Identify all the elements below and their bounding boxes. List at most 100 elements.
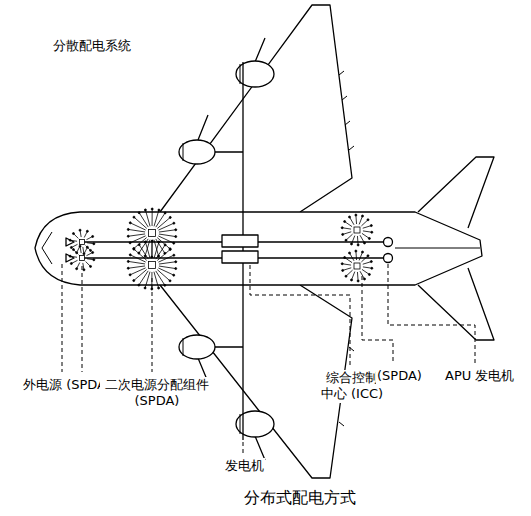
distribution-ray xyxy=(159,262,176,264)
load-dot xyxy=(351,279,353,281)
distribution-ray xyxy=(86,252,92,255)
load-dot xyxy=(144,241,146,243)
leader-line xyxy=(62,264,63,372)
distribution-ray xyxy=(363,226,372,229)
spda-box xyxy=(80,256,85,261)
apu-generator xyxy=(384,254,393,263)
load-dot xyxy=(93,243,95,245)
distribution-ray xyxy=(159,266,176,269)
distribution-ray xyxy=(362,269,369,274)
distribution-ray xyxy=(156,213,165,227)
load-dot xyxy=(138,244,140,246)
load-dot xyxy=(355,214,357,216)
load-dot xyxy=(370,261,372,263)
spda-box xyxy=(354,263,360,269)
distribution-ray xyxy=(145,240,150,256)
load-dot xyxy=(83,269,85,271)
distribution-ray xyxy=(130,268,146,275)
diagram-title: 分散配电系统 xyxy=(52,38,132,54)
load-dot xyxy=(92,251,94,253)
distribution-ray xyxy=(70,256,77,257)
load-dot xyxy=(86,230,88,232)
load-dot xyxy=(341,263,343,265)
distribution-ray xyxy=(159,234,176,237)
load-dot xyxy=(70,263,72,265)
upper-wing xyxy=(160,5,352,212)
load-dot xyxy=(173,222,175,224)
distribution-ray xyxy=(77,246,80,252)
distribution-ray xyxy=(342,228,351,229)
distribution-ray xyxy=(359,252,362,260)
load-dot xyxy=(164,212,166,214)
load-dot xyxy=(169,248,171,250)
distribution-ray xyxy=(152,209,153,226)
load-dot xyxy=(93,259,95,261)
distribution-ray xyxy=(361,220,368,226)
distribution-ray xyxy=(73,250,78,255)
load-dot xyxy=(367,255,369,257)
distribution-ray xyxy=(363,231,372,232)
distribution-ray xyxy=(343,232,352,235)
load-dot xyxy=(344,221,346,223)
distribution-ray xyxy=(134,249,147,260)
leader-line xyxy=(250,265,350,366)
load-dot xyxy=(144,209,146,211)
distribution-ray xyxy=(350,217,354,225)
distribution-ray xyxy=(84,231,87,237)
fuselage xyxy=(35,212,482,285)
distribution-ray xyxy=(145,210,150,226)
load-dot xyxy=(151,240,153,242)
distribution-ray xyxy=(73,234,78,239)
distribution-ray xyxy=(355,215,357,224)
distribution-ray xyxy=(159,230,176,232)
spda-burst xyxy=(69,229,95,255)
load-dot xyxy=(175,229,177,231)
distribution-ray xyxy=(346,234,353,240)
distribution-ray xyxy=(342,264,351,265)
load-dot xyxy=(173,242,175,244)
load-dot xyxy=(92,235,94,237)
load-dot xyxy=(173,254,175,256)
distribution-ray xyxy=(71,260,77,263)
load-dot xyxy=(138,284,140,286)
load-dot xyxy=(133,248,135,250)
distribution-ray xyxy=(350,253,354,261)
load-dot xyxy=(344,257,346,259)
external-power xyxy=(66,238,74,262)
load-dot xyxy=(144,287,146,289)
callout-label: 发电机 xyxy=(224,458,265,474)
load-dot xyxy=(127,235,129,237)
spda-box xyxy=(80,240,85,245)
load-dot xyxy=(361,251,363,253)
load-dot xyxy=(70,247,72,249)
leader-line xyxy=(388,264,475,364)
load-dot xyxy=(164,284,166,286)
distribution-ray xyxy=(360,235,364,243)
load-dot xyxy=(361,215,363,217)
distribution-ray xyxy=(71,244,77,247)
load-dot xyxy=(175,268,177,270)
load-dot xyxy=(357,280,359,282)
leader-line xyxy=(152,278,153,372)
load-dot xyxy=(90,265,92,267)
distribution-ray xyxy=(352,236,355,244)
leader-line xyxy=(82,266,83,372)
load-dot xyxy=(349,252,351,254)
load-dot xyxy=(133,280,135,282)
distribution-ray xyxy=(145,242,150,258)
load-dot xyxy=(357,244,359,246)
distribution-ray xyxy=(346,270,353,276)
load-dot xyxy=(363,242,365,244)
distribution-ray xyxy=(361,256,368,262)
distribution-ray xyxy=(80,230,81,237)
load-dot xyxy=(69,255,71,257)
distribution-ray xyxy=(357,236,359,245)
load-dot xyxy=(72,249,74,251)
distribution-ray xyxy=(80,246,81,253)
load-dot xyxy=(129,222,131,224)
distribution-ray xyxy=(158,255,174,262)
load-dot xyxy=(371,267,373,269)
distribution-ray xyxy=(359,216,362,224)
distribution-ray xyxy=(84,247,87,253)
load-dot xyxy=(173,274,175,276)
